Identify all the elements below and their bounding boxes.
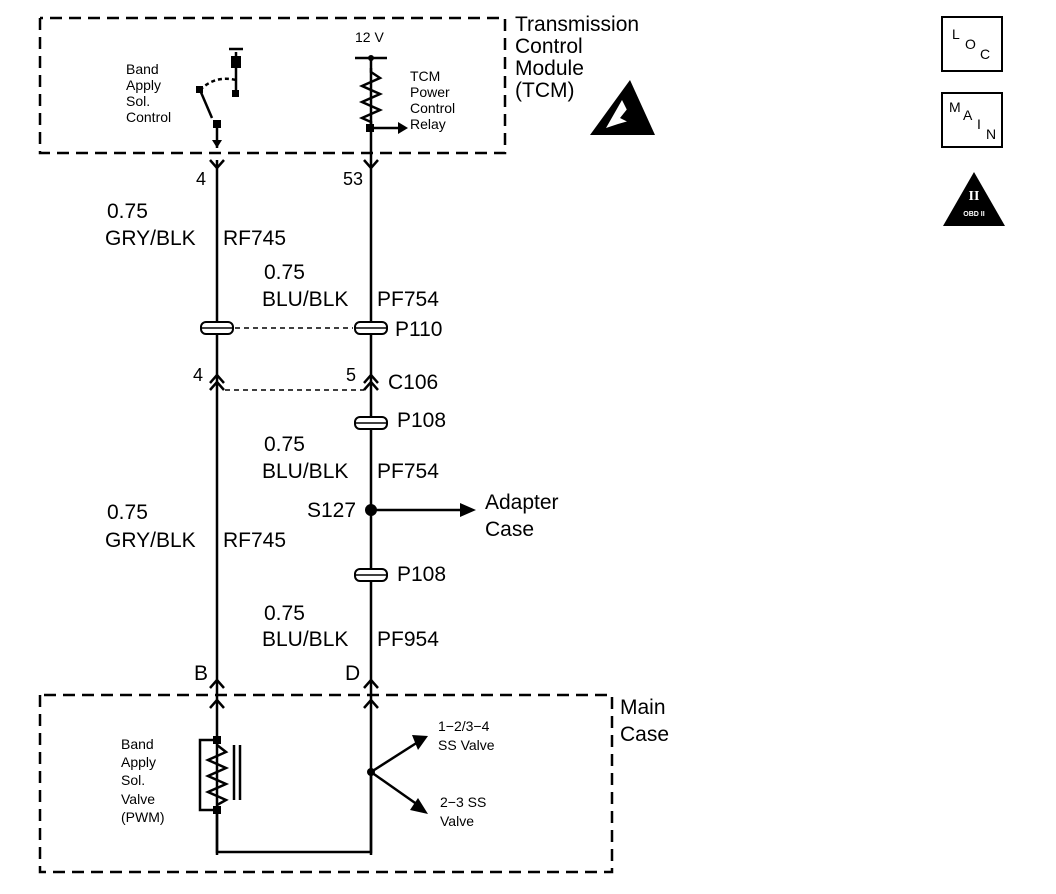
esd-warning-icon: [590, 80, 655, 135]
wire-left-upper-circuit: RF745: [223, 227, 287, 250]
wire-right-upper-gauge: 0.75: [264, 261, 305, 284]
obd-ii-label: II OBD II: [963, 189, 985, 218]
wire-left-lower-gauge: 0.75: [107, 501, 148, 524]
wire-right-middle-circuit: PF754: [377, 460, 439, 483]
tcm-boundary: [38, 16, 507, 155]
main-case-title: Main Case: [620, 696, 670, 747]
tcm-pin-left: 4: [196, 169, 207, 189]
wire-left-upper-gauge: 0.75: [107, 200, 148, 223]
main-case-boundary: [38, 693, 614, 874]
wire-right-middle-gauge: 0.75: [264, 433, 305, 456]
wire-right-middle-color: BLU/BLK: [262, 460, 349, 483]
tcm-title: Transmission Control Module (TCM): [515, 13, 640, 103]
splice-s127-label: S127: [307, 499, 357, 522]
main-tag: M A I N: [941, 92, 1003, 148]
connector-p110-label: P110: [395, 318, 443, 341]
main-case-pin-right: D: [345, 662, 361, 685]
band-apply-control-label: Band Apply Sol. Control: [126, 61, 172, 126]
wire-left-upper-color: GRY/BLK: [105, 227, 196, 250]
tcm-power-relay-label: TCM Power Control Relay: [410, 68, 456, 133]
wire-right-lower-color: BLU/BLK: [262, 628, 349, 651]
c106-pin-left: 4: [193, 365, 204, 385]
valve-2-label: 2−3 SS Valve: [440, 794, 487, 829]
valve-1-label: 1−2/3−4 SS Valve: [438, 718, 495, 753]
connector-p108-upper-label: P108: [397, 409, 447, 432]
wire-left-lower-circuit: RF745: [223, 529, 287, 552]
obd-ii-icon: [943, 172, 1005, 226]
main-case-return: [215, 770, 373, 854]
c106-pin-right: 5: [346, 365, 357, 385]
wire-right-lower-gauge: 0.75: [264, 602, 305, 625]
adapter-case-label: Adapter Case: [485, 491, 559, 542]
band-apply-valve-label: Band Apply Sol. Valve (PWM): [121, 736, 165, 825]
connector-c106-label: C106: [388, 371, 439, 394]
main-case-pin-left: B: [194, 662, 209, 685]
wire-right-upper-circuit: PF754: [377, 288, 439, 311]
connector-p108-lower-label: P108: [397, 563, 447, 586]
wire-left-lower-color: GRY/BLK: [105, 529, 196, 552]
tcm-pin-right: 53: [343, 169, 364, 189]
relay-resistor: [358, 68, 384, 128]
loc-tag: L O C: [941, 16, 1003, 72]
wire-right-upper-color: BLU/BLK: [262, 288, 349, 311]
wire-right-lower-circuit: PF954: [377, 628, 439, 651]
tcm-voltage-label: 12 V: [355, 29, 384, 45]
